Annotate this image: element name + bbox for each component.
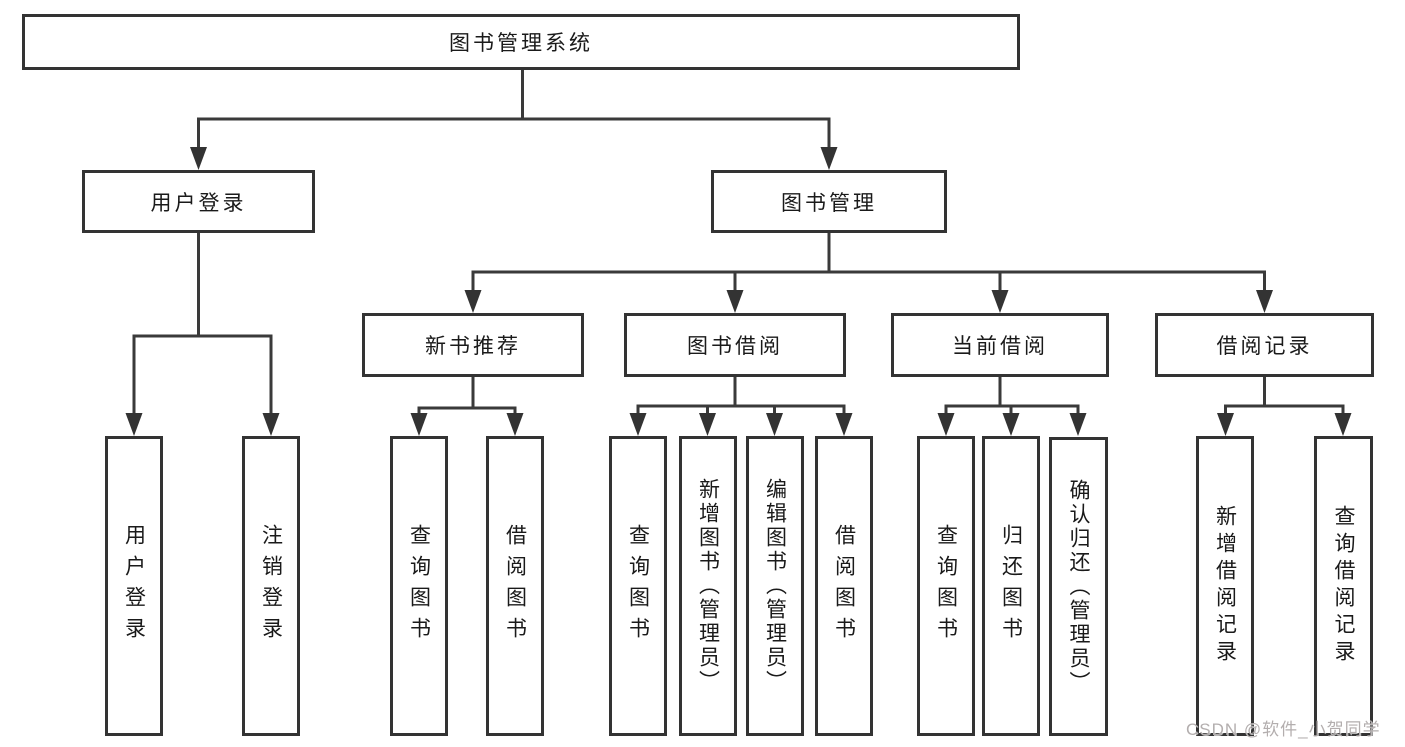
leaf-return-book: 归还图书 (982, 436, 1040, 736)
leaf-label: 查询图书 (626, 524, 650, 648)
node-book-management: 图书管理 (711, 170, 947, 233)
node-label: 图书借阅 (687, 335, 783, 358)
leaf-label: 借阅图书 (503, 524, 527, 648)
leaf-logout: 注销登录 (242, 436, 300, 736)
leaf-add-borrow-record: 新增借阅记录 (1196, 436, 1254, 736)
leaf-query-borrow-record: 查询借阅记录 (1314, 436, 1373, 736)
node-library-system: 图书管理系统 (22, 14, 1020, 70)
leaf-add-book-admin: 新增图书（管理员） (679, 436, 737, 736)
node-label: 图书管理系统 (449, 32, 593, 55)
watermark-csdn: CSDN @软件_小贺同学 (1186, 720, 1381, 739)
leaf-confirm-return-admin: 确认归还（管理员） (1049, 437, 1108, 736)
leaf-query-book-recommend: 查询图书 (390, 436, 448, 736)
leaf-borrow-book: 借阅图书 (815, 436, 873, 736)
leaf-label: 新增借阅记录 (1213, 505, 1237, 667)
leaf-label: 注销登录 (259, 524, 283, 648)
node-label: 用户登录 (150, 191, 247, 215)
node-label: 新书推荐 (425, 335, 521, 358)
node-label: 图书管理 (781, 191, 877, 215)
node-label: 借阅记录 (1216, 335, 1313, 358)
leaf-label: 查询图书 (934, 524, 958, 648)
leaf-query-book-borrow: 查询图书 (609, 436, 667, 736)
leaf-user-login: 用户登录 (105, 436, 163, 736)
leaf-edit-book-admin: 编辑图书（管理员） (746, 436, 804, 736)
leaf-label: 新增图书（管理员） (696, 478, 720, 694)
leaf-borrow-book-recommend: 借阅图书 (486, 436, 544, 736)
leaf-label: 查询借阅记录 (1332, 505, 1355, 667)
node-borrow-records: 借阅记录 (1155, 313, 1374, 377)
leaf-label: 查询图书 (407, 524, 431, 648)
node-new-book-recommend: 新书推荐 (362, 313, 584, 377)
node-label: 当前借阅 (952, 335, 1048, 358)
leaf-label: 确认归还（管理员） (1067, 478, 1090, 695)
leaf-label: 归还图书 (999, 524, 1023, 648)
leaf-label: 借阅图书 (832, 524, 856, 648)
node-user-login: 用户登录 (82, 170, 315, 233)
leaf-label: 用户登录 (122, 524, 146, 648)
leaf-query-book-current: 查询图书 (917, 436, 975, 736)
leaf-label: 编辑图书（管理员） (763, 478, 787, 694)
node-current-borrow: 当前借阅 (891, 313, 1109, 377)
node-book-borrow: 图书借阅 (624, 313, 846, 377)
